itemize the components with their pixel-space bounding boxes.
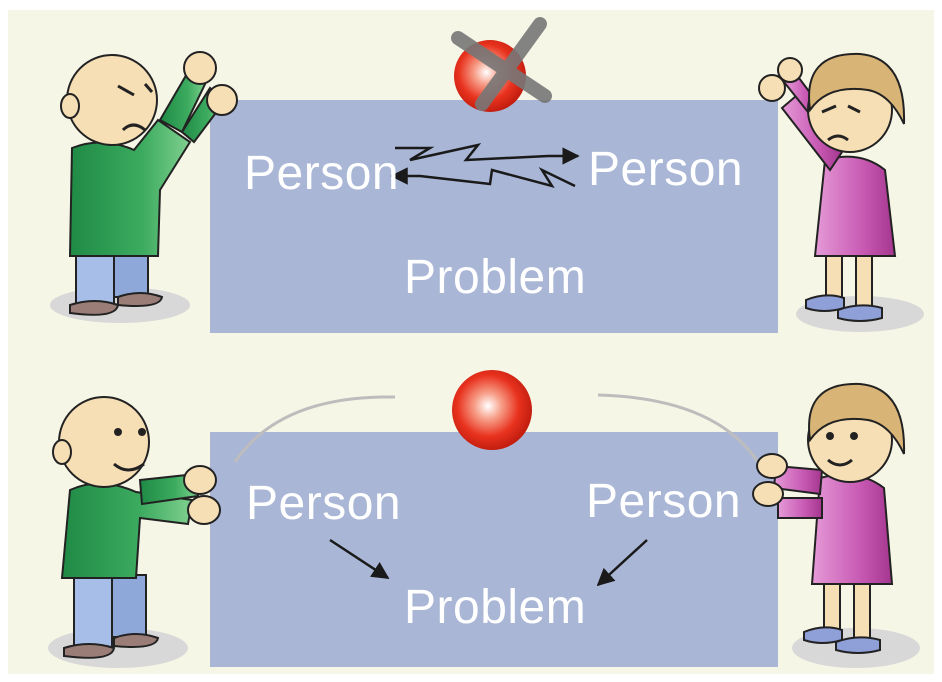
pass-arc-right <box>597 393 760 463</box>
top-panel <box>210 100 778 333</box>
red-ball-icon <box>452 370 532 450</box>
boy-figure-icon <box>48 396 221 668</box>
bottom-person-right-label: Person <box>586 475 742 528</box>
girl-figure-icon <box>758 52 924 332</box>
top-problem-label: Problem <box>404 251 587 304</box>
cross-out-icon <box>451 17 552 111</box>
arrow-to-problem-right <box>596 539 648 587</box>
girl-figure-icon <box>752 382 920 668</box>
bottom-problem-label: Problem <box>404 581 587 634</box>
arrow-to-problem-left <box>329 538 390 580</box>
top-person-right-label: Person <box>588 143 744 196</box>
bottom-person-left-label: Person <box>246 477 402 530</box>
pass-arc-left <box>233 395 396 463</box>
zigzag-arrow-right <box>395 143 580 165</box>
boy-figure-icon <box>50 51 238 323</box>
top-person-left-label: Person <box>244 147 400 200</box>
bottom-panel <box>210 432 778 667</box>
zigzag-arrow-left <box>390 166 576 189</box>
